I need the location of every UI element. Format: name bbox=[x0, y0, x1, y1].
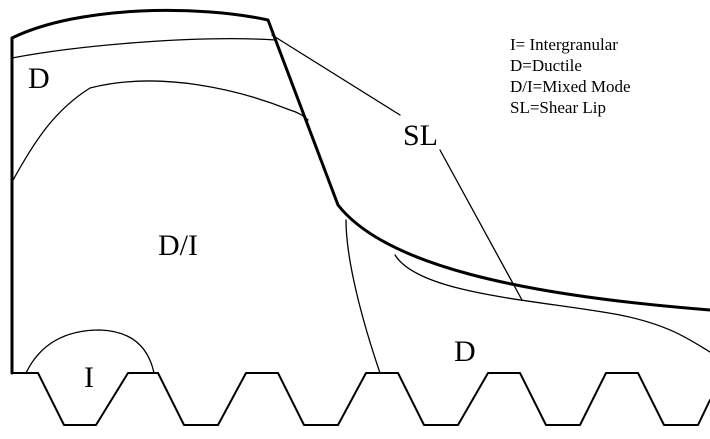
ductile-mixed-boundary-upper bbox=[11, 80, 309, 183]
shear-lip-label: SL bbox=[403, 119, 438, 152]
top-shear-lip-boundary bbox=[11, 38, 277, 59]
shear-lip-leader-right bbox=[439, 149, 523, 301]
legend-entry-shear-lip: SL=Shear Lip bbox=[510, 98, 606, 117]
region-label-ductile-top: D bbox=[28, 62, 50, 95]
right-shear-lip-boundary bbox=[394, 254, 710, 353]
ductile-mixed-boundary-lower bbox=[345, 219, 381, 374]
thread-profile bbox=[11, 372, 710, 426]
region-label-intergranular: I bbox=[84, 361, 94, 394]
legend-entry-ductile: D=Ductile bbox=[510, 56, 582, 75]
shear-lip-leader-top bbox=[271, 34, 401, 116]
legend: I= Intergranular D=Ductile D/I=Mixed Mod… bbox=[510, 35, 631, 117]
legend-entry-intergranular: I= Intergranular bbox=[510, 35, 618, 54]
legend-entry-mixed-mode: D/I=Mixed Mode bbox=[510, 77, 631, 96]
region-label-mixed: D/I bbox=[158, 229, 198, 262]
region-label-ductile-bottom: D bbox=[454, 335, 476, 368]
intergranular-boundary bbox=[25, 329, 155, 374]
specimen-outline bbox=[10, 8, 710, 375]
